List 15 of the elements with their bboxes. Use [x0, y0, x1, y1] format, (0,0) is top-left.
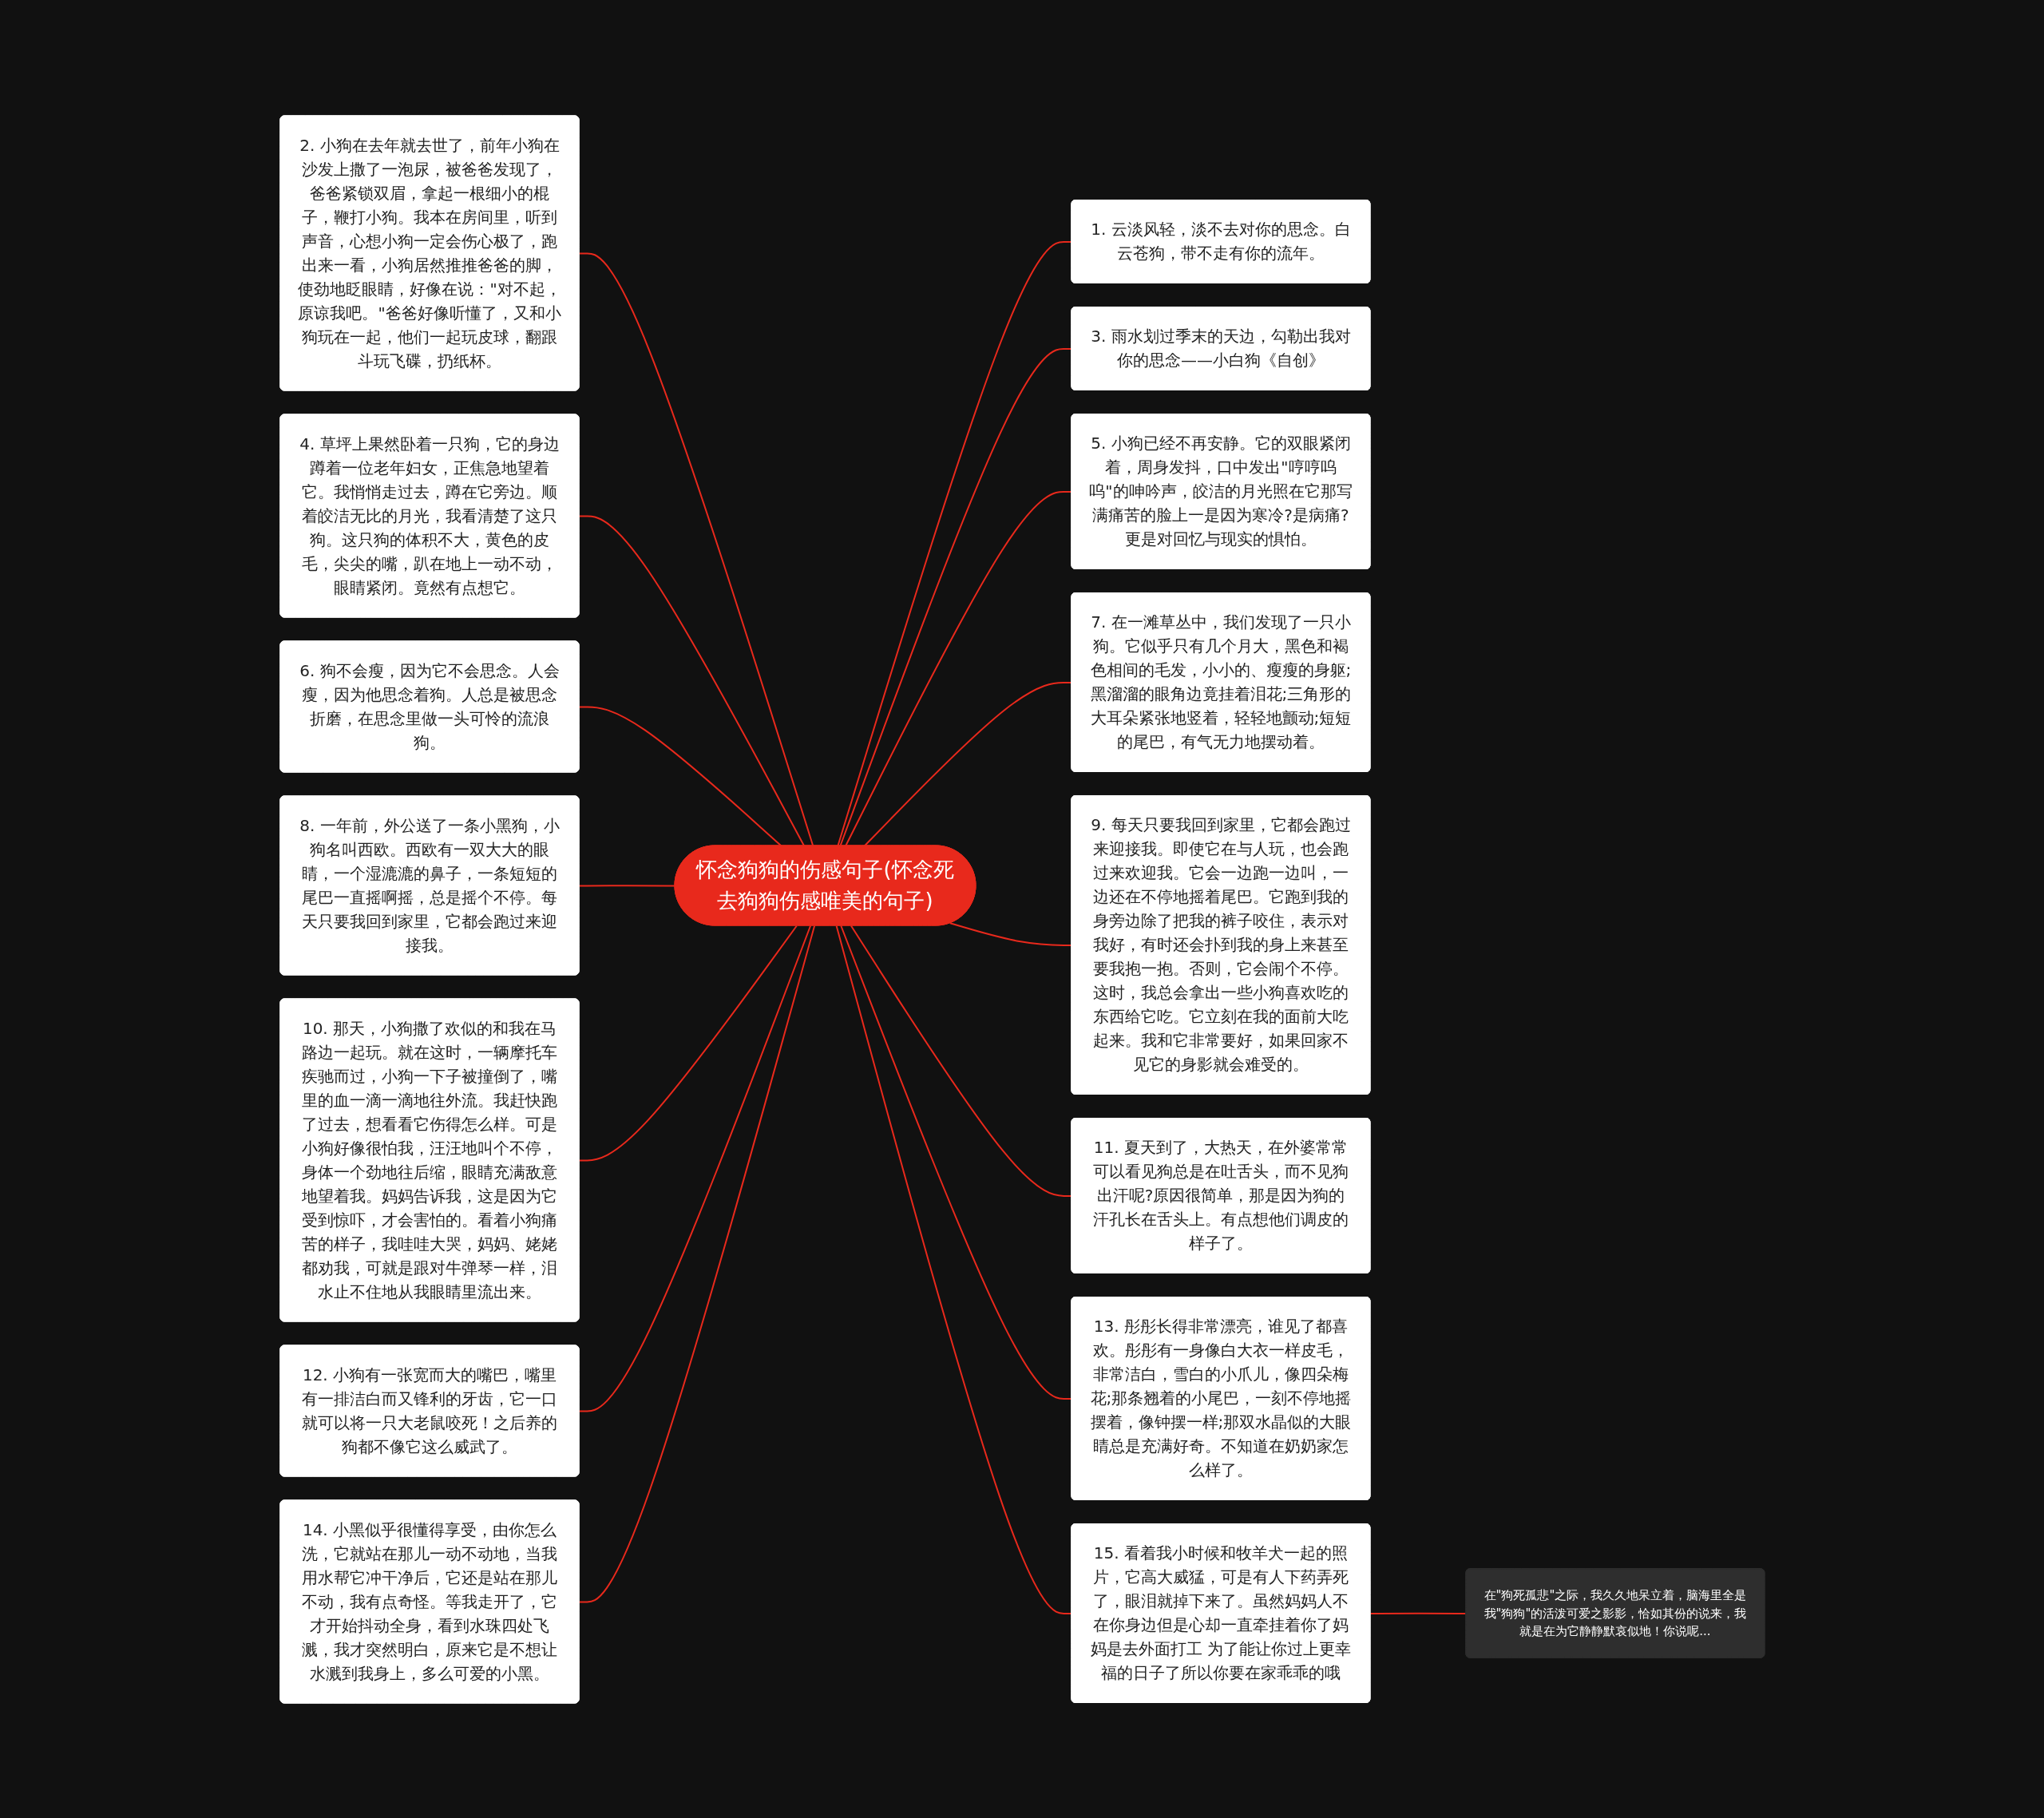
- connector: [578, 925, 811, 1412]
- connector: [835, 925, 1072, 1614]
- connector: [578, 252, 814, 846]
- connector: [949, 921, 1072, 946]
- connector: [578, 705, 782, 846]
- connector: [1369, 1612, 1467, 1614]
- connector: [844, 490, 1072, 846]
- connector: [863, 681, 1072, 846]
- connector: [578, 925, 815, 1602]
- connector: [839, 347, 1072, 846]
- connector: [578, 925, 798, 1161]
- connector: [836, 240, 1072, 846]
- connector: [578, 514, 805, 846]
- connector: [850, 925, 1072, 1197]
- connector: [839, 925, 1072, 1400]
